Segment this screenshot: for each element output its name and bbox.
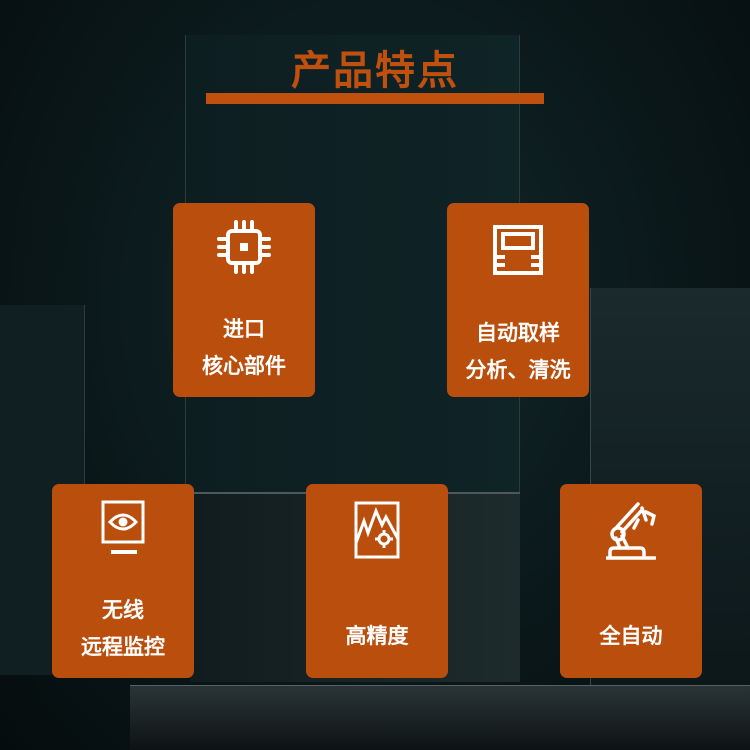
feature-label: 自动取样分析、清洗 — [465, 321, 571, 382]
page-title: 产品特点 — [291, 48, 459, 94]
robot-arm-icon — [606, 502, 656, 560]
chip-icon — [217, 220, 271, 274]
mountain-target-icon — [354, 501, 400, 559]
feature-label: 全自动 — [599, 624, 663, 648]
feature-label: 进口核心部件 — [202, 317, 286, 378]
feature-card-auto-sampling: 自动取样分析、清洗 — [447, 203, 589, 397]
monitor-eye-icon — [101, 500, 145, 554]
title-underline — [206, 93, 544, 104]
feature-label: 高精度 — [345, 624, 409, 648]
feature-card-core-parts: 进口核心部件 — [173, 203, 315, 397]
feature-card-full-auto: 全自动 — [560, 484, 702, 678]
control-panel-icon — [493, 225, 543, 275]
feature-card-remote-monitor: 无线远程监控 — [52, 484, 194, 678]
feature-label: 无线远程监控 — [81, 598, 165, 659]
bg-floor — [130, 685, 750, 750]
feature-card-high-precision: 高精度 — [306, 484, 448, 678]
